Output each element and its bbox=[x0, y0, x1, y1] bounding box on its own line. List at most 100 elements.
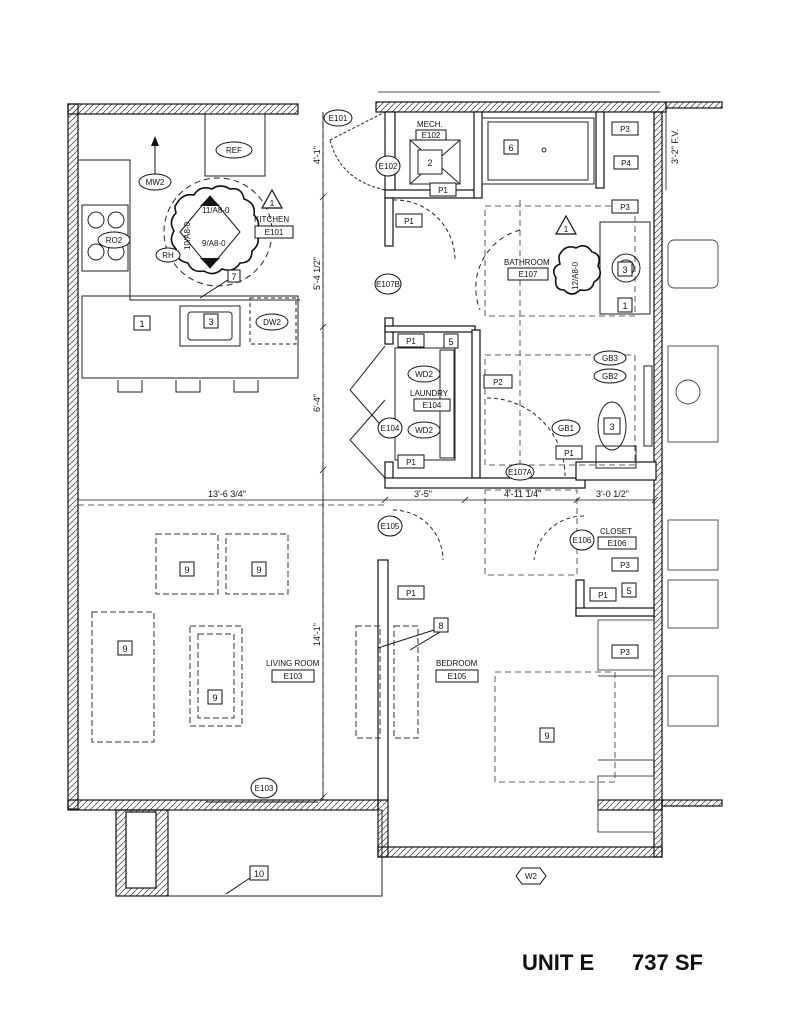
panel-p3-a: P3 bbox=[620, 125, 630, 134]
tag-gb2: GB2 bbox=[602, 372, 619, 381]
living-furniture bbox=[91, 533, 419, 743]
tag-gb1: GB1 bbox=[558, 424, 575, 433]
keynote-8: 8 bbox=[438, 621, 443, 631]
panel-tags bbox=[395, 121, 639, 659]
keynote-9-a: 9 bbox=[184, 565, 189, 575]
tag-mw2: MW2 bbox=[146, 178, 165, 187]
keynote-3-bath: 3 bbox=[622, 265, 627, 275]
bedroom-code: E105 bbox=[448, 672, 467, 681]
door-tag-e105: E105 bbox=[381, 522, 400, 531]
kitchen-code: E101 bbox=[265, 228, 284, 237]
door-tag-e106: E106 bbox=[573, 536, 592, 545]
panel-p1-laundry-top: P1 bbox=[406, 337, 416, 346]
revision-triangle-bath-label: 1 bbox=[564, 225, 569, 234]
detail-12: 12/A8-0 bbox=[571, 261, 580, 290]
panel-p1-hall-top: P1 bbox=[404, 217, 414, 226]
panel-p3-d: P3 bbox=[620, 648, 630, 657]
door-tag-e107a: E107A bbox=[508, 468, 533, 477]
kitchen-name: KITCHEN bbox=[254, 215, 289, 224]
shower bbox=[481, 117, 595, 185]
dim-closet-width: 3'-0 1/2" bbox=[596, 489, 629, 499]
section-marker-fill-b bbox=[200, 258, 220, 268]
detail-10: 10/A8-0 bbox=[183, 221, 192, 250]
keynote-9-e: 9 bbox=[544, 731, 549, 741]
living-name: LIVING ROOM bbox=[266, 659, 320, 668]
kitchen-leader-arrow bbox=[151, 136, 159, 146]
window-tag-shape bbox=[515, 867, 547, 885]
panel-p1-laundry-bottom: P1 bbox=[406, 458, 416, 467]
dim-living-height: 14'-1" bbox=[312, 623, 322, 646]
dim-hall-width: 3'-5" bbox=[414, 489, 432, 499]
leader-8a bbox=[377, 629, 435, 649]
window-tag: W2 bbox=[525, 872, 538, 881]
bedroom-name: BEDROOM bbox=[436, 659, 478, 668]
dimension-lines bbox=[78, 91, 667, 801]
section-marker-fill-a bbox=[200, 196, 220, 206]
tag-ref: REF bbox=[226, 146, 242, 155]
keynote-1-bath: 1 bbox=[622, 301, 627, 311]
unit-area: 737 SF bbox=[632, 950, 703, 975]
unit-title: UNIT E bbox=[522, 950, 594, 975]
keynote-9-d: 9 bbox=[212, 693, 217, 703]
laundry-code: E104 bbox=[423, 401, 442, 410]
bathroom-fixtures bbox=[475, 221, 653, 469]
kitchen-tags: REF MW2 RO2 RH DW2 1 3 7 bbox=[97, 141, 289, 331]
closet-door-swing bbox=[533, 515, 585, 561]
living-keynotes bbox=[117, 561, 555, 881]
interior-walls bbox=[377, 111, 657, 801]
panel-p3-c: P3 bbox=[620, 561, 630, 570]
detail-9: 9/A8-0 bbox=[202, 239, 226, 248]
panel-p3-b: P3 bbox=[620, 203, 630, 212]
keynote-3-toilet: 3 bbox=[609, 422, 614, 432]
panel-p1-bath: P1 bbox=[564, 449, 574, 458]
revision-triangle-bath bbox=[554, 214, 578, 235]
revision-cloud-bath bbox=[552, 244, 602, 295]
keynote-5-laundry: 5 bbox=[448, 337, 453, 347]
tag-wd2-bottom: WD2 bbox=[415, 426, 433, 435]
door-tag-e101: E101 bbox=[329, 114, 348, 123]
revision-cloud-kitchen bbox=[170, 185, 260, 275]
exterior-walls bbox=[67, 101, 723, 897]
keynote-9-b: 9 bbox=[256, 565, 261, 575]
panel-p2: P2 bbox=[493, 378, 503, 387]
tag-dw2: DW2 bbox=[263, 318, 281, 327]
dim-bath-width: 4'-11 1/4" bbox=[504, 489, 541, 499]
bathroom-code: E107 bbox=[519, 270, 538, 279]
panel-p4: P4 bbox=[621, 159, 631, 168]
balcony bbox=[167, 809, 383, 897]
door-tag-e102: E102 bbox=[379, 162, 398, 171]
dim-right-height: 3'-2" F.V. bbox=[670, 129, 680, 164]
keynote-3-sink: 3 bbox=[208, 317, 213, 327]
tag-gb3: GB3 bbox=[602, 354, 619, 363]
keynote-9-c: 9 bbox=[122, 644, 127, 654]
panel-p1-closet: P1 bbox=[598, 591, 608, 600]
door-tag-shapes bbox=[250, 109, 595, 799]
keynote-10: 10 bbox=[254, 869, 264, 879]
panel-p1-bedroom: P1 bbox=[406, 589, 416, 598]
leader-8b bbox=[409, 631, 441, 651]
dim-laundry-height: 6'-4" bbox=[312, 394, 322, 412]
keynote-7: 7 bbox=[231, 272, 236, 282]
bathroom-name: BATHROOM bbox=[504, 258, 550, 267]
mech-room bbox=[329, 111, 461, 191]
tag-rh: RH bbox=[162, 251, 174, 260]
closet-name: CLOSET bbox=[600, 527, 632, 536]
dim-living-width: 13'-6 3/4" bbox=[208, 489, 246, 499]
keynote-1-kitchen: 1 bbox=[139, 319, 144, 329]
living-code: E103 bbox=[284, 672, 303, 681]
revision-triangle-kitchen-label: 1 bbox=[270, 199, 275, 208]
door-tag-e104: E104 bbox=[381, 424, 400, 433]
adjacent-unit bbox=[597, 239, 719, 833]
kitchen-fixtures bbox=[78, 113, 300, 393]
tag-ro2: RO2 bbox=[106, 236, 123, 245]
laundry-name: LAUNDRY bbox=[410, 389, 449, 398]
door-tag-e103: E103 bbox=[255, 784, 274, 793]
dim-mech-height: 4'-1" bbox=[312, 146, 322, 164]
laundry-fixtures bbox=[349, 199, 566, 561]
detail-11: 11/A8-0 bbox=[202, 206, 230, 215]
mech-name: MECH. bbox=[417, 120, 443, 129]
door-tag-e107b: E107B bbox=[376, 280, 400, 289]
keynote-6-shower: 6 bbox=[508, 143, 513, 153]
mech-code: E102 bbox=[422, 131, 441, 140]
